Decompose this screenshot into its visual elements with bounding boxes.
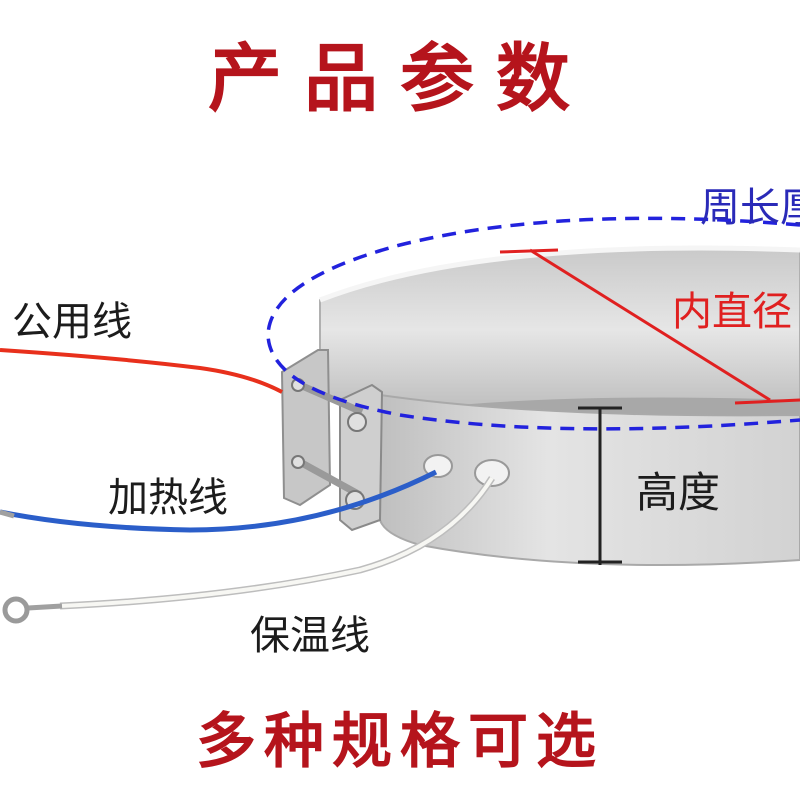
terminal-white bbox=[474, 459, 510, 487]
screw-head-back-bottom bbox=[291, 455, 305, 469]
bracket-back-plate bbox=[280, 349, 332, 507]
ring-terminal-icon bbox=[2, 596, 30, 624]
terminal-blue bbox=[423, 454, 453, 478]
insulation-wire-label: 保温线 bbox=[250, 613, 370, 659]
diameter-tick-top bbox=[499, 248, 559, 254]
ring-terminal-neck bbox=[27, 603, 63, 611]
common-wire-label: 公用线 bbox=[12, 299, 132, 345]
screw-head-top bbox=[347, 412, 367, 432]
heating-wire-label: 加热线 bbox=[108, 475, 228, 521]
height-label: 高度 bbox=[636, 468, 721, 517]
bracket-bolt-bottom bbox=[298, 458, 362, 499]
page-title: 产品参数 bbox=[208, 36, 592, 122]
inner-diameter-label: 内直径 bbox=[672, 289, 792, 335]
diameter-tick-bottom bbox=[734, 398, 800, 405]
blue-wire-crimp bbox=[0, 509, 15, 519]
diameter-line bbox=[529, 248, 771, 402]
perimeter-label: 周长厚 bbox=[700, 185, 800, 231]
wire-common-red bbox=[0, 348, 283, 394]
footer-slogan: 多种规格可选 bbox=[196, 707, 604, 777]
bracket-bolt-top bbox=[298, 381, 364, 416]
band-top-rim bbox=[319, 245, 800, 303]
wire-insulation-white-core bbox=[59, 476, 494, 608]
band-front-face bbox=[379, 393, 800, 566]
wire-heating-blue bbox=[0, 469, 438, 533]
